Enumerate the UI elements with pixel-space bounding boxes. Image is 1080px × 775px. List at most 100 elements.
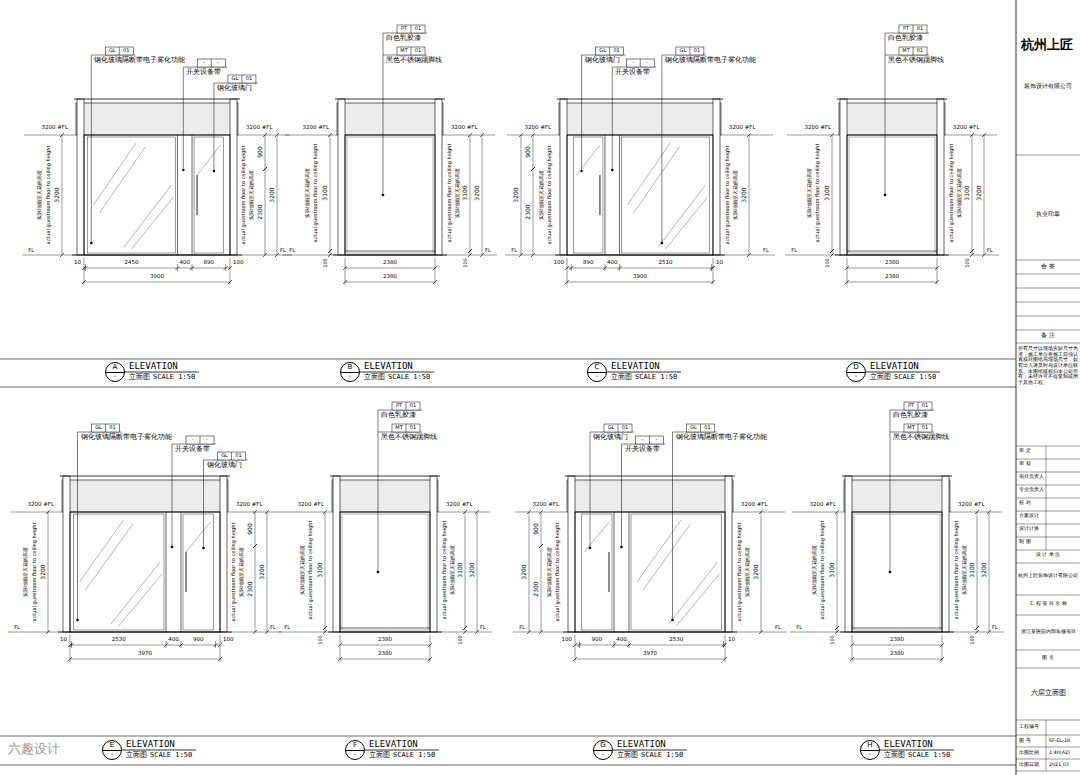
material-code: PT [396,403,402,408]
glass-reflection [669,562,718,624]
view-subtitle: 立面图 [369,752,390,759]
level-label: 3200 #FL [958,502,985,508]
extension-line [435,258,436,285]
dimension: 100 [830,635,835,645]
level-line [443,135,495,136]
dimension-tick [531,253,535,257]
title-block-rule [1016,343,1080,344]
leader-dot [589,547,592,550]
mullion [604,135,605,255]
glass-door [194,137,224,253]
extension-line [937,258,938,285]
view-scale: SCALE 1:50 [635,374,677,381]
dimension-tick [565,280,569,284]
column [560,99,567,255]
ceiling-cap [335,99,445,100]
column [230,99,237,255]
material-number: 01 [613,48,619,53]
glass-frame [84,135,230,255]
leader-line [890,410,891,572]
glass-reflection [80,520,124,582]
leader-dot [171,546,174,549]
company-subtitle: 装饰设计有限公司 [1024,84,1072,90]
material-tag [904,402,932,410]
leader-dot [620,546,623,549]
header-band [844,480,950,512]
title-underline [125,372,199,373]
dimension-tick [343,280,347,284]
dimension-tick [850,657,854,661]
dimension: 3200 [469,562,475,577]
dimension-line [832,135,833,251]
view-scale: SCALE 1:50 [153,374,195,381]
height-note: 实际地面至天花的高度 [450,545,455,595]
material-tag [392,424,420,432]
row-separator [0,387,1016,388]
wall-panel [342,514,428,630]
title-block-rule [1016,498,1080,499]
level-line [442,632,492,633]
glass-reflection [86,524,133,590]
wall-panel [849,137,935,253]
dimension: 2380 [378,651,392,657]
material-number: 01 [123,48,129,53]
elevation-letter: C [588,364,606,371]
dimension-tick [982,133,986,137]
dimension: 10 [728,637,735,643]
material-number: 01 [622,425,628,430]
dimension: 2380 [890,637,904,643]
view-scale: SCALE 1:50 [150,752,192,759]
level-label: 3200 #FL [27,502,54,508]
floor-level: FL [270,625,276,630]
dimension-tick [428,643,432,647]
dimension-tick [527,630,531,634]
material-tag [899,25,927,33]
column [568,476,575,632]
dimension-line [277,135,278,255]
dimension-tick [263,133,267,137]
glass-reflection [676,574,719,626]
material-tag-divider [918,424,919,432]
dimension-tick [475,630,479,634]
elevation-letter: F [346,742,364,749]
dimension: 2530 [669,637,683,643]
material-number: 01 [704,425,710,430]
dimension-tick [711,280,715,284]
floor-level: FL [480,625,486,630]
dimension: 100 [458,635,463,645]
view-subtitle: 立面图 [126,752,147,759]
level-line [787,135,839,136]
dimension: 100 [554,260,565,266]
dimension-tick [263,253,267,257]
level-line [238,135,290,136]
title-block-rule [1016,735,1080,736]
dimension: 2510 [659,260,673,266]
dimension-tick [463,630,467,634]
floor-level: FL [519,625,525,630]
dimension-tick [987,510,991,514]
material-tag-divider [105,424,106,432]
sheet-number: - [103,751,121,758]
level-label: 3200 #FL [41,125,68,131]
dimension: 890 [583,260,594,266]
sheet-number: - [106,373,124,380]
dimension-line [529,512,530,632]
dimension-tick [328,249,332,253]
dimension-tick [480,253,484,257]
material-tag [626,59,654,67]
material-tag-divider [649,436,650,444]
material-number: - [656,437,658,442]
elevation-marker: F- [345,740,365,760]
material-tag-divider [640,59,641,67]
material-code: - [192,437,194,442]
elevation-marker: C- [587,362,607,382]
view-title: ELEVATION [611,362,660,371]
dimension: 900 [525,146,531,157]
material-note: 白色乳胶漆 [893,412,928,419]
title-block-rule [1016,459,1080,460]
dimension-tick [519,253,523,257]
mullion [181,512,182,632]
leader-line [621,444,622,547]
glass-reflection [131,197,173,249]
glass-door [582,514,613,630]
